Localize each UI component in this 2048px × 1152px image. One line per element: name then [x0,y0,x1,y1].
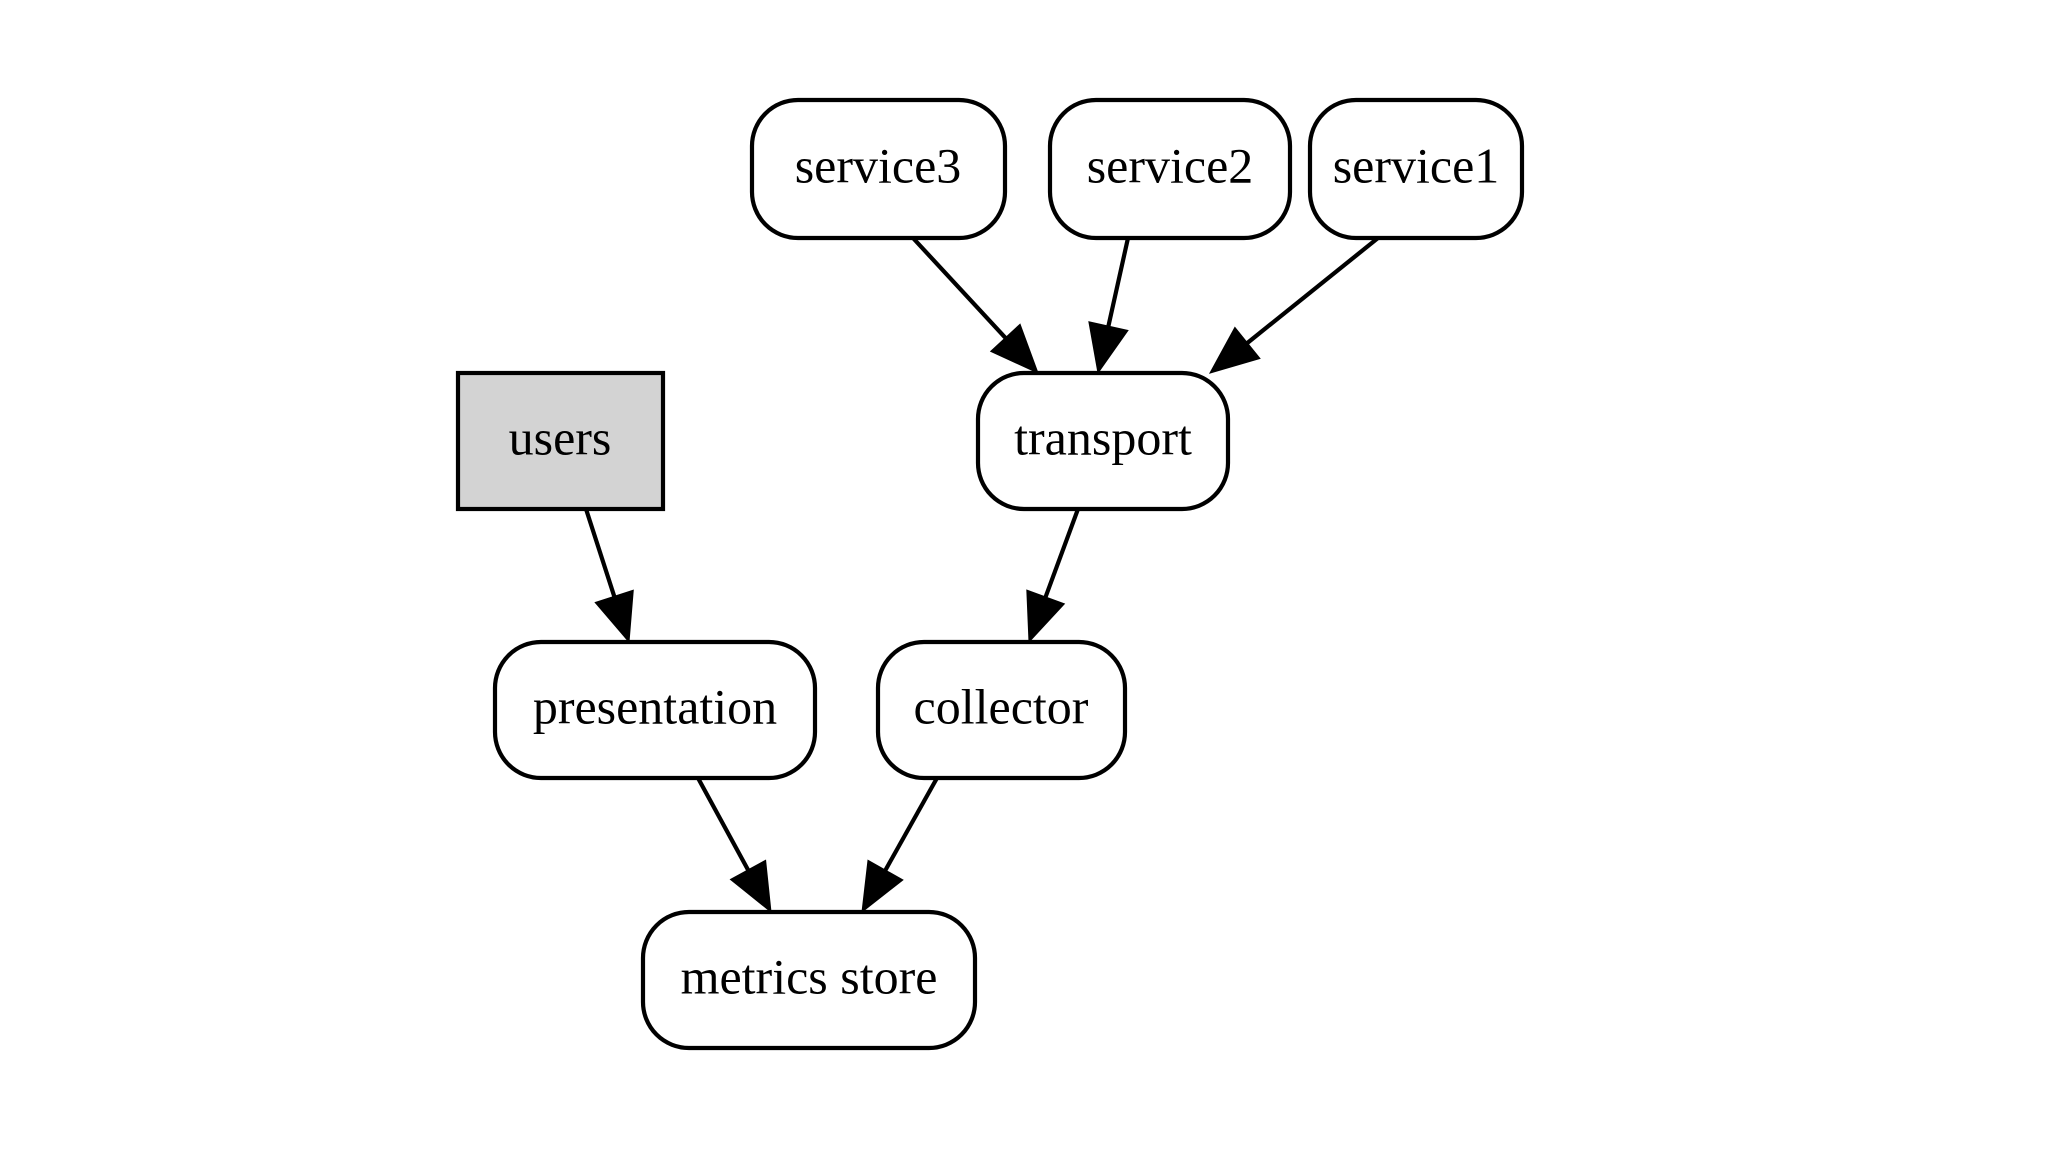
node-label-service1: service1 [1333,137,1500,193]
edge-service2-to-transport [1088,237,1131,375]
node-shape-metrics_store[interactable] [640,909,978,1051]
edge-transport-to-collector [1026,508,1080,644]
node-service3[interactable]: service3 [749,97,1008,241]
node-collector[interactable]: collector [875,639,1128,781]
edge-line [1043,508,1080,598]
edge-line [883,776,939,872]
nodes-layer: service3 service2 service1 transport users pr… [455,97,1525,1051]
node-service2[interactable]: service2 [1047,97,1293,241]
node-label-service3: service3 [795,137,962,193]
edge-presentation-to-metrics-store [696,776,772,914]
edge-service1-to-transport [1208,236,1380,374]
node-label-users: users [509,409,612,465]
node-shape-collector[interactable] [875,639,1128,781]
edge-line [1246,236,1380,345]
arrowhead-icon [729,859,772,914]
edges-layer [584,236,1380,914]
node-label-metrics_store: metrics store [681,948,938,1004]
node-shape-users[interactable] [455,370,666,512]
node-transport[interactable]: transport [975,370,1231,512]
arrowhead-icon [861,859,904,914]
node-label-transport: transport [1014,409,1192,465]
arrowhead-icon [594,589,634,644]
node-shape-presentation[interactable] [492,639,818,781]
edge-line [584,508,617,597]
node-shape-service1[interactable] [1307,97,1525,241]
edge-collector-to-metrics-store [861,776,939,914]
edge-users-to-presentation [584,508,634,644]
arrowhead-icon [1208,326,1261,374]
node-label-collector: collector [914,678,1089,734]
edge-service3-to-transport [911,236,1039,374]
edge-line [1106,237,1131,327]
node-presentation[interactable]: presentation [492,639,818,781]
node-shape-service2[interactable] [1047,97,1293,241]
node-label-presentation: presentation [533,678,777,734]
edge-line [696,776,750,871]
node-label-service2: service2 [1087,137,1254,193]
node-service1[interactable]: service1 [1307,97,1525,241]
node-shape-service3[interactable] [749,97,1008,241]
arrowhead-icon [1026,589,1066,644]
edge-line [911,236,1007,340]
arrowhead-icon [1088,321,1129,375]
node-shape-transport[interactable] [975,370,1231,512]
node-metrics_store[interactable]: metrics store [640,909,978,1051]
node-users[interactable]: users [455,370,666,512]
arrowhead-icon [989,323,1039,374]
